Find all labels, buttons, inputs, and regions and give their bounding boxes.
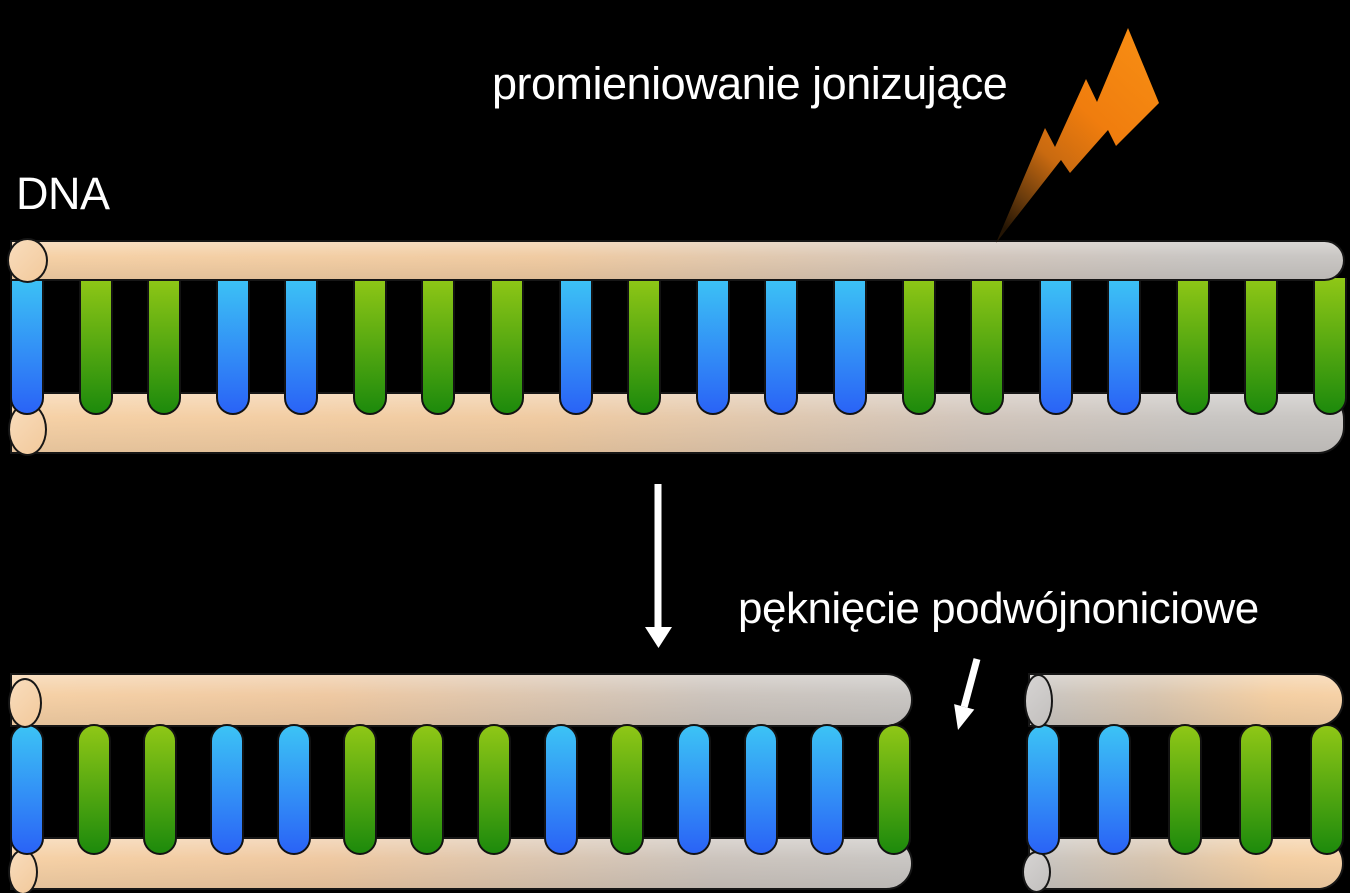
blue-base-peg — [558, 278, 593, 415]
blue-base-peg — [276, 724, 311, 855]
lightning-bolt-icon — [996, 28, 1159, 243]
double-strand-break-label: pęknięcie podwójnoniciowe — [738, 584, 1259, 633]
blue-base-peg — [210, 724, 245, 855]
green-base-peg — [1310, 724, 1344, 855]
blue-base-peg — [284, 278, 319, 415]
green-base-peg — [352, 278, 387, 415]
blue-base-peg — [1107, 278, 1142, 415]
green-base-peg — [1312, 278, 1347, 415]
dna-fragment-right-backbone-top — [1028, 673, 1344, 727]
blue-base-peg — [832, 278, 867, 415]
dna-fragment-left-backbone-top — [10, 673, 913, 727]
break-pointer-arrow-icon — [954, 658, 981, 730]
green-base-peg — [76, 724, 111, 855]
dna-fragment-left-backbone-top-end-cap — [8, 678, 42, 728]
radiation-label: promieniowanie jonizujące — [492, 58, 1008, 109]
dna-fragment-right-base-pairs — [1026, 724, 1344, 855]
blue-base-peg — [810, 724, 845, 855]
green-base-peg — [410, 724, 445, 855]
dna-label: DNA — [16, 168, 110, 219]
blue-base-peg — [10, 724, 44, 855]
blue-base-peg — [1026, 724, 1060, 855]
green-base-peg — [970, 278, 1005, 415]
green-base-peg — [343, 724, 378, 855]
green-base-peg — [901, 278, 936, 415]
green-base-peg — [1175, 278, 1210, 415]
green-base-peg — [627, 278, 662, 415]
blue-base-peg — [10, 278, 44, 415]
blue-base-peg — [1097, 724, 1131, 855]
green-base-peg — [490, 278, 525, 415]
green-base-peg — [143, 724, 178, 855]
green-base-peg — [1168, 724, 1202, 855]
green-base-peg — [1239, 724, 1273, 855]
blue-base-peg — [676, 724, 711, 855]
dna-fragment-right-backbone-top-end-cap — [1024, 674, 1053, 728]
blue-base-peg — [215, 278, 250, 415]
green-base-peg — [1244, 278, 1279, 415]
dna-fragment-left-backbone-bottom-end-cap — [8, 849, 38, 893]
green-base-peg — [421, 278, 456, 415]
dna-intact-backbone-top — [10, 240, 1345, 281]
down-arrow-icon — [645, 484, 672, 648]
green-base-peg — [78, 278, 113, 415]
blue-base-peg — [695, 278, 730, 415]
blue-base-peg — [1038, 278, 1073, 415]
green-base-peg — [610, 724, 645, 855]
dna-fragment-right-backbone-bottom-end-cap — [1022, 851, 1051, 893]
green-base-peg — [876, 724, 911, 855]
dna-fragment-left-base-pairs — [10, 724, 911, 855]
green-base-peg — [147, 278, 182, 415]
blue-base-peg — [743, 724, 778, 855]
green-base-peg — [476, 724, 511, 855]
blue-base-peg — [543, 724, 578, 855]
dna-intact-backbone-top-end-cap — [7, 238, 48, 283]
blue-base-peg — [764, 278, 799, 415]
dna-intact-base-pairs — [10, 278, 1347, 415]
